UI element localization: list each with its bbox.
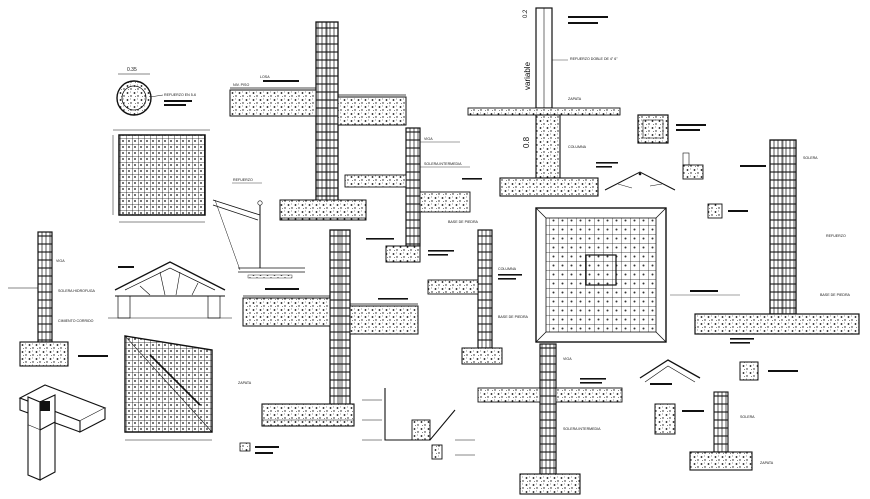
dim-08-label: 0.8 <box>522 136 531 148</box>
viga-label-cross: VIGA <box>563 357 572 361</box>
zapata-label-top: ZAPATA <box>568 97 582 101</box>
step-detail <box>362 388 475 460</box>
slope-note: REFUERZO <box>233 178 253 182</box>
base-label-small: BASE DE PIEDRA <box>498 315 529 319</box>
small-section-detail <box>682 152 766 219</box>
round-column-note: REFUERZO EN 5-6 <box>164 93 196 97</box>
refuerzo-label-right: REFUERZO <box>826 234 846 238</box>
roof-truss-small <box>604 171 676 191</box>
square-column-detail <box>637 114 706 144</box>
column-beam-cross-section: VIGA SOLERA INTERMEDIA <box>477 343 623 495</box>
cimiento-label-left: CIMIENTO CORRIDO <box>58 319 94 323</box>
round-column-dim-label: 0.35 <box>127 67 137 73</box>
column-section-mid: VIGA SOLERA INTERMEDIA BASE DE PIEDRA <box>344 127 479 263</box>
round-column-detail: 0.35 REFUERZO EN 5-6 <box>116 67 196 116</box>
column-footing-elevation: 0.2 variable 0.8 REFUERZO DOBLE DE 4" 6"… <box>467 7 621 197</box>
sloped-slab-plan <box>124 335 213 441</box>
zapata-label-lower-right: ZAPATA <box>760 461 774 465</box>
zapata-label-bottom: ZAPATA <box>238 381 252 385</box>
annotation-marks <box>366 162 754 384</box>
nivel-label-top: NIV. PISO <box>233 83 249 87</box>
solera-label-lower-right: SOLERA <box>740 415 755 419</box>
solera-label-left: SOLERA HIDROFUGA <box>58 289 96 293</box>
solera-label-mid: SOLERA INTERMEDIA <box>424 162 462 166</box>
ridge-detail-right <box>639 359 701 385</box>
variable-label: variable <box>523 61 532 90</box>
base-label-mid: BASE DE PIEDRA <box>448 220 479 224</box>
solera-label-right: SOLERA <box>803 156 818 160</box>
viga-label-mid: VIGA <box>424 137 433 141</box>
losa-label-top: LOSA <box>260 75 270 79</box>
columna-label-top: COLUMNA <box>568 145 587 149</box>
footing-plan-grid-left <box>112 129 210 223</box>
wall-section-left: VIGA SOLERA HIDROFUGA CIMIENTO CORRIDO <box>8 231 108 367</box>
column-section-top: LOSA NIV. PISO <box>229 21 407 221</box>
footing-detail-lower-right: SOLERA ZAPATA <box>654 361 798 471</box>
sloped-beam-detail: REFUERZO <box>212 178 305 279</box>
small-detail-lower-left <box>239 442 279 454</box>
viga-label-left: VIGA <box>56 259 65 263</box>
columna-label-small: COLUMNA <box>498 267 517 271</box>
column-section-small-right: COLUMNA BASE DE PIEDRA <box>427 229 529 365</box>
wall-column-right: SOLERA REFUERZO BASE DE PIEDRA <box>694 139 860 335</box>
base-label-right: BASE DE PIEDRA <box>820 293 851 297</box>
dim-02-label: 0.2 <box>523 9 529 18</box>
column-top-note: REFUERZO DOBLE DE 4" 6" <box>570 57 618 61</box>
roof-truss-left <box>108 261 232 319</box>
footing-plan-grid-center <box>535 207 740 343</box>
solera-label-cross: SOLERA INTERMEDIA <box>563 427 601 431</box>
column-section-bottom: ZAPATA <box>238 229 419 427</box>
beam-joint-isometric <box>18 384 107 481</box>
